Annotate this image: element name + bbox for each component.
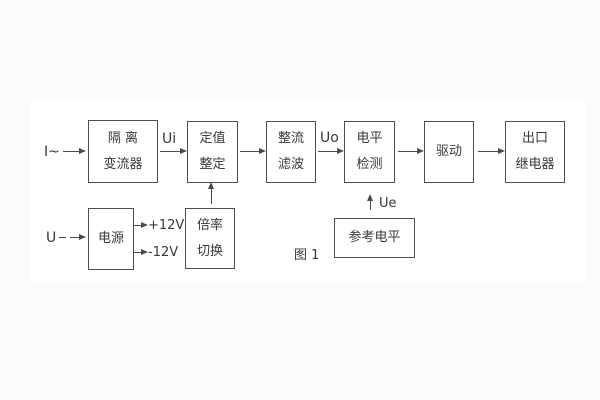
block-ratio-switch: 倍率 切换 xyxy=(185,208,235,269)
block-label: 驱动 xyxy=(435,144,462,159)
block-setting-adjust: 定值 整定 xyxy=(187,121,238,183)
label-input-voltage: U xyxy=(46,230,57,246)
block-label: 隔 离 xyxy=(107,130,139,146)
arrow-isolation-to-setting-icon xyxy=(160,148,187,154)
block-label: 变流器 xyxy=(103,156,143,172)
figure-caption: 图 1 xyxy=(294,248,320,263)
block-reference-level: 参考电平 xyxy=(334,218,415,258)
arrow-ratio-to-setting-icon xyxy=(208,182,214,204)
arrow-reference-to-level-icon xyxy=(367,194,373,210)
block-label: 参考电平 xyxy=(348,230,401,245)
arrow-level-to-drive-icon xyxy=(398,148,424,154)
block-rectify-filter: 整流 滤波 xyxy=(266,121,316,183)
block-output-relay: 出口 继电器 xyxy=(505,121,565,183)
arrow-rail-pos-icon xyxy=(133,222,148,228)
arrow-input-current-icon xyxy=(63,148,86,154)
arrow-rectify-to-level-icon xyxy=(318,148,344,154)
label-uo: Uo xyxy=(320,130,339,146)
block-drive: 驱动 xyxy=(424,121,474,183)
arrow-setting-to-rectify-icon xyxy=(240,148,266,154)
block-label: 滤波 xyxy=(277,157,304,172)
block-level-detect: 电平 检测 xyxy=(344,121,395,183)
block-label: 电源 xyxy=(97,231,124,246)
block-label: 切换 xyxy=(196,243,223,259)
arrow-rail-neg-icon xyxy=(133,249,148,255)
block-label: 电平 xyxy=(356,131,383,146)
block-label: 整定 xyxy=(199,157,226,172)
arrow-drive-to-relay-icon xyxy=(478,148,505,154)
label-input-current: I~ xyxy=(44,144,60,160)
block-label: 检测 xyxy=(356,157,383,172)
label-rail-pos: +12V xyxy=(148,218,185,233)
block-label: 整流 xyxy=(277,131,304,146)
block-label: 倍率 xyxy=(196,217,223,233)
block-label: 定值 xyxy=(199,131,226,146)
label-rail-neg: -12V xyxy=(148,245,179,260)
label-ui: Ui xyxy=(162,131,177,147)
line-input-voltage-dash xyxy=(59,237,66,238)
block-label: 继电器 xyxy=(515,157,555,172)
block-power-supply: 电源 xyxy=(88,208,134,270)
block-label: 出口 xyxy=(521,131,548,146)
label-ue: Ue xyxy=(379,196,397,211)
block-isolation-transducer: 隔 离 变流器 xyxy=(88,120,158,183)
arrow-input-voltage-icon xyxy=(70,234,86,240)
